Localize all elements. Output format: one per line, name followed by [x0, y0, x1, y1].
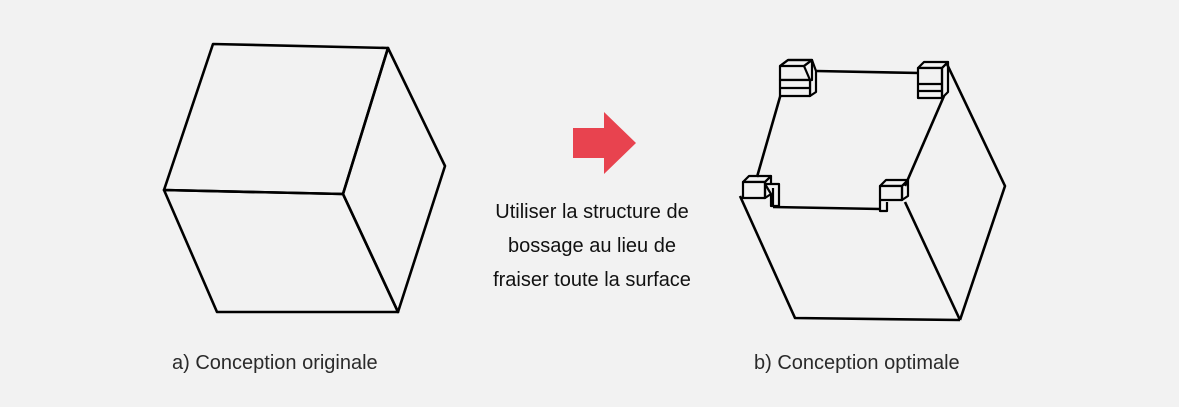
instruction-line-3: fraiser toute la surface [493, 269, 691, 291]
original-cube [162, 42, 447, 314]
optimal-cube-top-left-edge [755, 89, 784, 178]
optimal-cube-body [738, 61, 1007, 322]
optimal-cube-right-outer-edge [944, 61, 1007, 321]
boss-front-left [741, 174, 781, 208]
optimal-cube-top-front-edge [772, 205, 881, 211]
optimal-cube-vertical-edge [903, 201, 962, 321]
original-cube-top-face [162, 42, 390, 196]
original-cube-front-face [162, 188, 400, 314]
optimal-cube-left-outer-edge [738, 195, 961, 322]
original-cube-right-face [341, 46, 447, 314]
optimal-cube-top-back-edge [815, 69, 921, 75]
boss-back-right [916, 60, 950, 100]
boss-front-right [878, 178, 910, 213]
caption-optimal-design: b) Conception optimale [754, 352, 960, 374]
right-arrow-icon [573, 112, 636, 174]
instruction-line-1: Utiliser la structure de [495, 201, 689, 223]
optimal-cube [738, 58, 1007, 322]
instruction-text: Utiliser la structure de bossage au lieu… [462, 195, 722, 297]
optimal-cube-top-right-edge [903, 95, 946, 187]
caption-original-design: a) Conception originale [172, 352, 378, 374]
instruction-line-2: bossage au lieu de [508, 235, 676, 257]
boss-back-left [778, 58, 818, 98]
